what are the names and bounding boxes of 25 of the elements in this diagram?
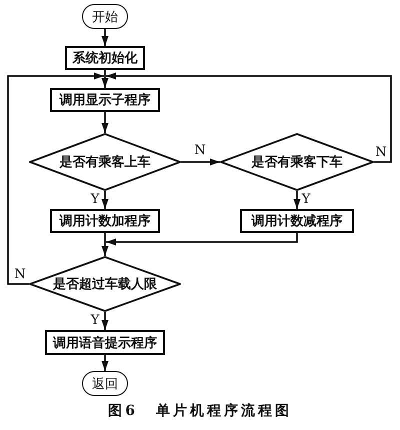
- terminal-box: 返回: [82, 371, 128, 396]
- decision-diamond: 是否有乘客上车: [29, 133, 181, 191]
- arrow: [102, 191, 108, 209]
- terminal-box: 开始: [82, 4, 128, 29]
- arrow: [106, 233, 298, 246]
- arrow: [106, 72, 392, 163]
- arrow: [102, 355, 108, 371]
- connector-line: [104, 233, 106, 242]
- arrow: [7, 72, 104, 285]
- process-box: 系统初始化: [65, 46, 145, 70]
- process-box: 调用计数加程序: [50, 209, 160, 233]
- arrow: [102, 242, 108, 256]
- decision-diamond: 是否有乘客下车: [220, 133, 374, 191]
- connector-line: [104, 70, 106, 76]
- arrow: [102, 112, 108, 133]
- arrow: [181, 158, 220, 166]
- process-box: 调用显示子程序: [50, 88, 160, 112]
- arrow: [102, 29, 108, 46]
- process-box: 调用语音提示程序: [45, 330, 165, 355]
- arrow: [294, 191, 300, 209]
- caption: 图6 单片机程序流程图: [108, 402, 292, 420]
- process-box: 调用计数减程序: [240, 209, 354, 233]
- decision-diamond: 是否超过车载人限: [29, 256, 181, 312]
- arrow: [102, 76, 108, 88]
- arrow: [102, 312, 108, 330]
